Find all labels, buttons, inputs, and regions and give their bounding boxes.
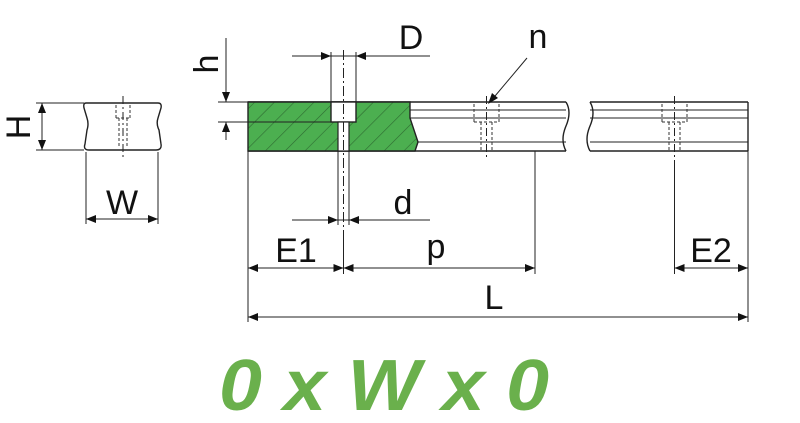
end-view <box>36 96 162 224</box>
hole-2 <box>473 96 500 160</box>
label-H: H <box>0 115 38 140</box>
label-d: d <box>394 184 413 222</box>
label-L: L <box>485 279 504 317</box>
label-D: D <box>399 19 424 57</box>
label-E2: E2 <box>690 232 732 270</box>
side-view <box>218 38 749 322</box>
size-caption: 0 x W x 0 <box>219 346 549 423</box>
hole-3 <box>661 96 688 160</box>
label-p: p <box>427 228 446 266</box>
label-W: W <box>106 184 138 222</box>
label-n: n <box>529 18 548 56</box>
label-E1: E1 <box>275 232 317 270</box>
label-h: h <box>188 55 226 74</box>
